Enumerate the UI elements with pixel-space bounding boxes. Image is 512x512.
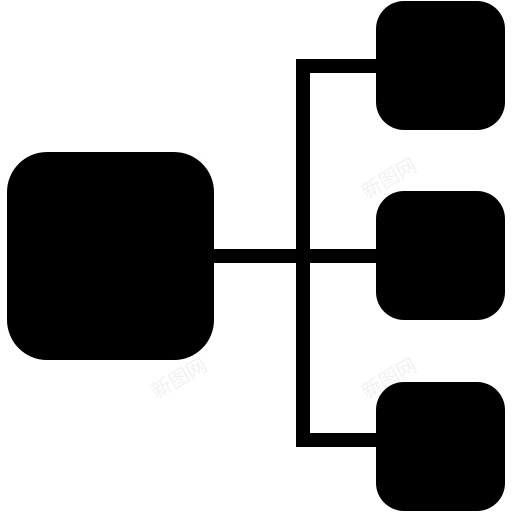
child-node-bottom (376, 382, 505, 511)
watermark-text: 新图网 (147, 353, 211, 404)
root-node (7, 152, 214, 360)
child-node-middle (376, 191, 505, 320)
connector-group (203, 59, 387, 447)
child-node-top (376, 1, 505, 130)
